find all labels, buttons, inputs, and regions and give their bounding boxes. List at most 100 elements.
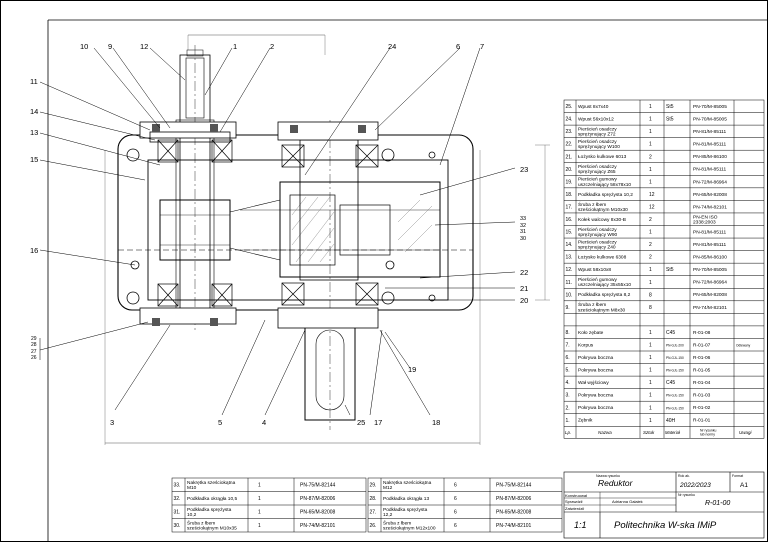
callout-12: 12: [140, 42, 148, 51]
callout-21: 21: [520, 284, 528, 293]
bom-row-standard: PN-70/M-85005: [693, 267, 727, 273]
bom-row-standard: PN-81/M-85111: [693, 242, 726, 248]
callout-23: 23: [520, 165, 528, 174]
bom-row-standard: R-01-06: [693, 355, 711, 361]
bom-row-qty: 1: [649, 179, 652, 185]
callout-31: 31: [520, 229, 526, 235]
bom-row-number: 5.: [566, 368, 570, 374]
academic-year: 2022/2023: [679, 482, 711, 489]
bom-row-number: 2.: [566, 405, 570, 411]
drawing-scale: 1:1: [574, 520, 587, 530]
bom-row-name: Pokrywa boczna: [578, 355, 614, 361]
format-label: Format: [732, 474, 743, 478]
callout-16: 16: [30, 246, 38, 255]
bom-row-material: PN-GJL-200: [666, 344, 684, 348]
bom-row-material: PN-GJL-150: [666, 394, 684, 398]
bom-row-number: 22.: [566, 142, 573, 148]
bom-row-qty: 6: [454, 496, 457, 502]
callout-11: 11: [30, 77, 38, 86]
drawing-number-label: Nr rysunku: [678, 493, 695, 497]
bom-row-qty: 1: [649, 230, 652, 236]
bom-row-qty: 2: [649, 242, 652, 248]
callout-10: 10: [80, 42, 88, 51]
bom-row-qty: 2: [649, 255, 652, 261]
bom-row-material: C45: [666, 380, 675, 386]
bom-row-qty: 6: [454, 483, 457, 489]
bom-row-name: Pokrywa boczna: [578, 393, 614, 399]
bom-row-material: C45: [666, 330, 675, 336]
callout-32: 32: [520, 223, 526, 229]
bom-row-material: St5: [666, 104, 674, 110]
bom-row-standard: PN-81/M-85111: [693, 229, 726, 235]
bom-row-number: 21.: [566, 154, 573, 160]
bom-row-standard: PN-81/M-85111: [693, 142, 726, 148]
bom-row-number: 15.: [566, 230, 573, 236]
callout-22: 22: [520, 268, 528, 277]
callout-2: 2: [270, 42, 274, 51]
bom-row-qty: 6: [454, 510, 457, 516]
bom-row-name: Podkładka okrągła 10,5: [187, 496, 237, 502]
bom-row-qty: 1: [258, 510, 261, 516]
bom-row-number: 12.: [566, 267, 573, 273]
bom-row-standard: PN-87/M-82006: [496, 496, 532, 502]
bom-header-note: Uwagi: [739, 430, 753, 435]
bom-header-no: Lp.: [565, 430, 571, 435]
callout-5: 5: [218, 418, 222, 427]
bom-header-name: Nazwa: [598, 430, 612, 435]
bom-row-name: Łożysko kulkowe 6013: [578, 154, 627, 160]
bom-row-standard: PN-72/M-86964: [693, 179, 727, 185]
drawing-number: R-01-00: [705, 500, 730, 507]
bom-row-name: Podkładka sprężysta 10,2: [578, 192, 633, 198]
bom-row-name: Zębnik: [578, 418, 593, 424]
callout-6: 6: [456, 42, 460, 51]
bom-row-number: 30.: [174, 523, 181, 529]
school-name: Politechnika W-ska IMiP: [614, 520, 717, 531]
bom-row-standard: PN-85/M-86100: [693, 154, 727, 160]
callout-28: 28: [31, 342, 37, 348]
bom-row-qty: 6: [454, 523, 457, 529]
bom-row-standard: PN-75/M-82144: [496, 483, 532, 489]
bom-row-number: 6.: [566, 355, 570, 361]
bom-row-standard: PN-75/M-82144: [300, 483, 336, 489]
callout-13: 13: [30, 128, 38, 137]
designer-name: Adrianna Gałałek: [612, 499, 643, 504]
gearbox-assembly-view: [39, 34, 550, 445]
bom-row-name: Kołek walcowy 8x30-B: [578, 217, 626, 223]
bom-row-standard: PN-70/M-85005: [693, 104, 727, 110]
bom-row-number: 17.: [566, 204, 573, 210]
bom-row-number: 20.: [566, 167, 573, 173]
callout-15: 15: [30, 155, 38, 164]
bom-row-note: Odlewany: [736, 344, 751, 348]
bom-row-number: 27.: [370, 510, 377, 516]
bom-header-material: Materiał: [665, 430, 681, 435]
bom-row-standard: PN-85/M-86100: [693, 255, 727, 261]
bom-row-standard: PN-70/M-85005: [693, 117, 727, 123]
leader-lines: [39, 47, 516, 416]
bom-row-qty: 2: [649, 154, 652, 160]
bom-row-qty: 1: [649, 343, 652, 349]
bom-row-qty: 8: [649, 292, 652, 298]
bom-row-qty: 2: [649, 217, 652, 223]
bom-row-number: 33.: [174, 483, 181, 489]
bom-row-qty: 1: [649, 368, 652, 374]
bom-row-standard: R-01-07: [693, 342, 711, 348]
bom-row-number: 26.: [370, 523, 377, 529]
callout-30: 30: [520, 236, 526, 242]
drawing-title: Reduktor: [598, 478, 634, 488]
bom-row-name: Wał wyjściowy: [578, 380, 609, 386]
bom-row-standard: R-01-08: [693, 330, 711, 336]
bom-row-number: 9.: [566, 305, 570, 311]
callout-33: 33: [520, 216, 526, 222]
bom-row-number: 28.: [370, 496, 377, 502]
bom-row-number: 29.: [370, 483, 377, 489]
bom-row-material: PN-GJL-150: [666, 406, 684, 410]
callout-3: 3: [110, 418, 114, 427]
